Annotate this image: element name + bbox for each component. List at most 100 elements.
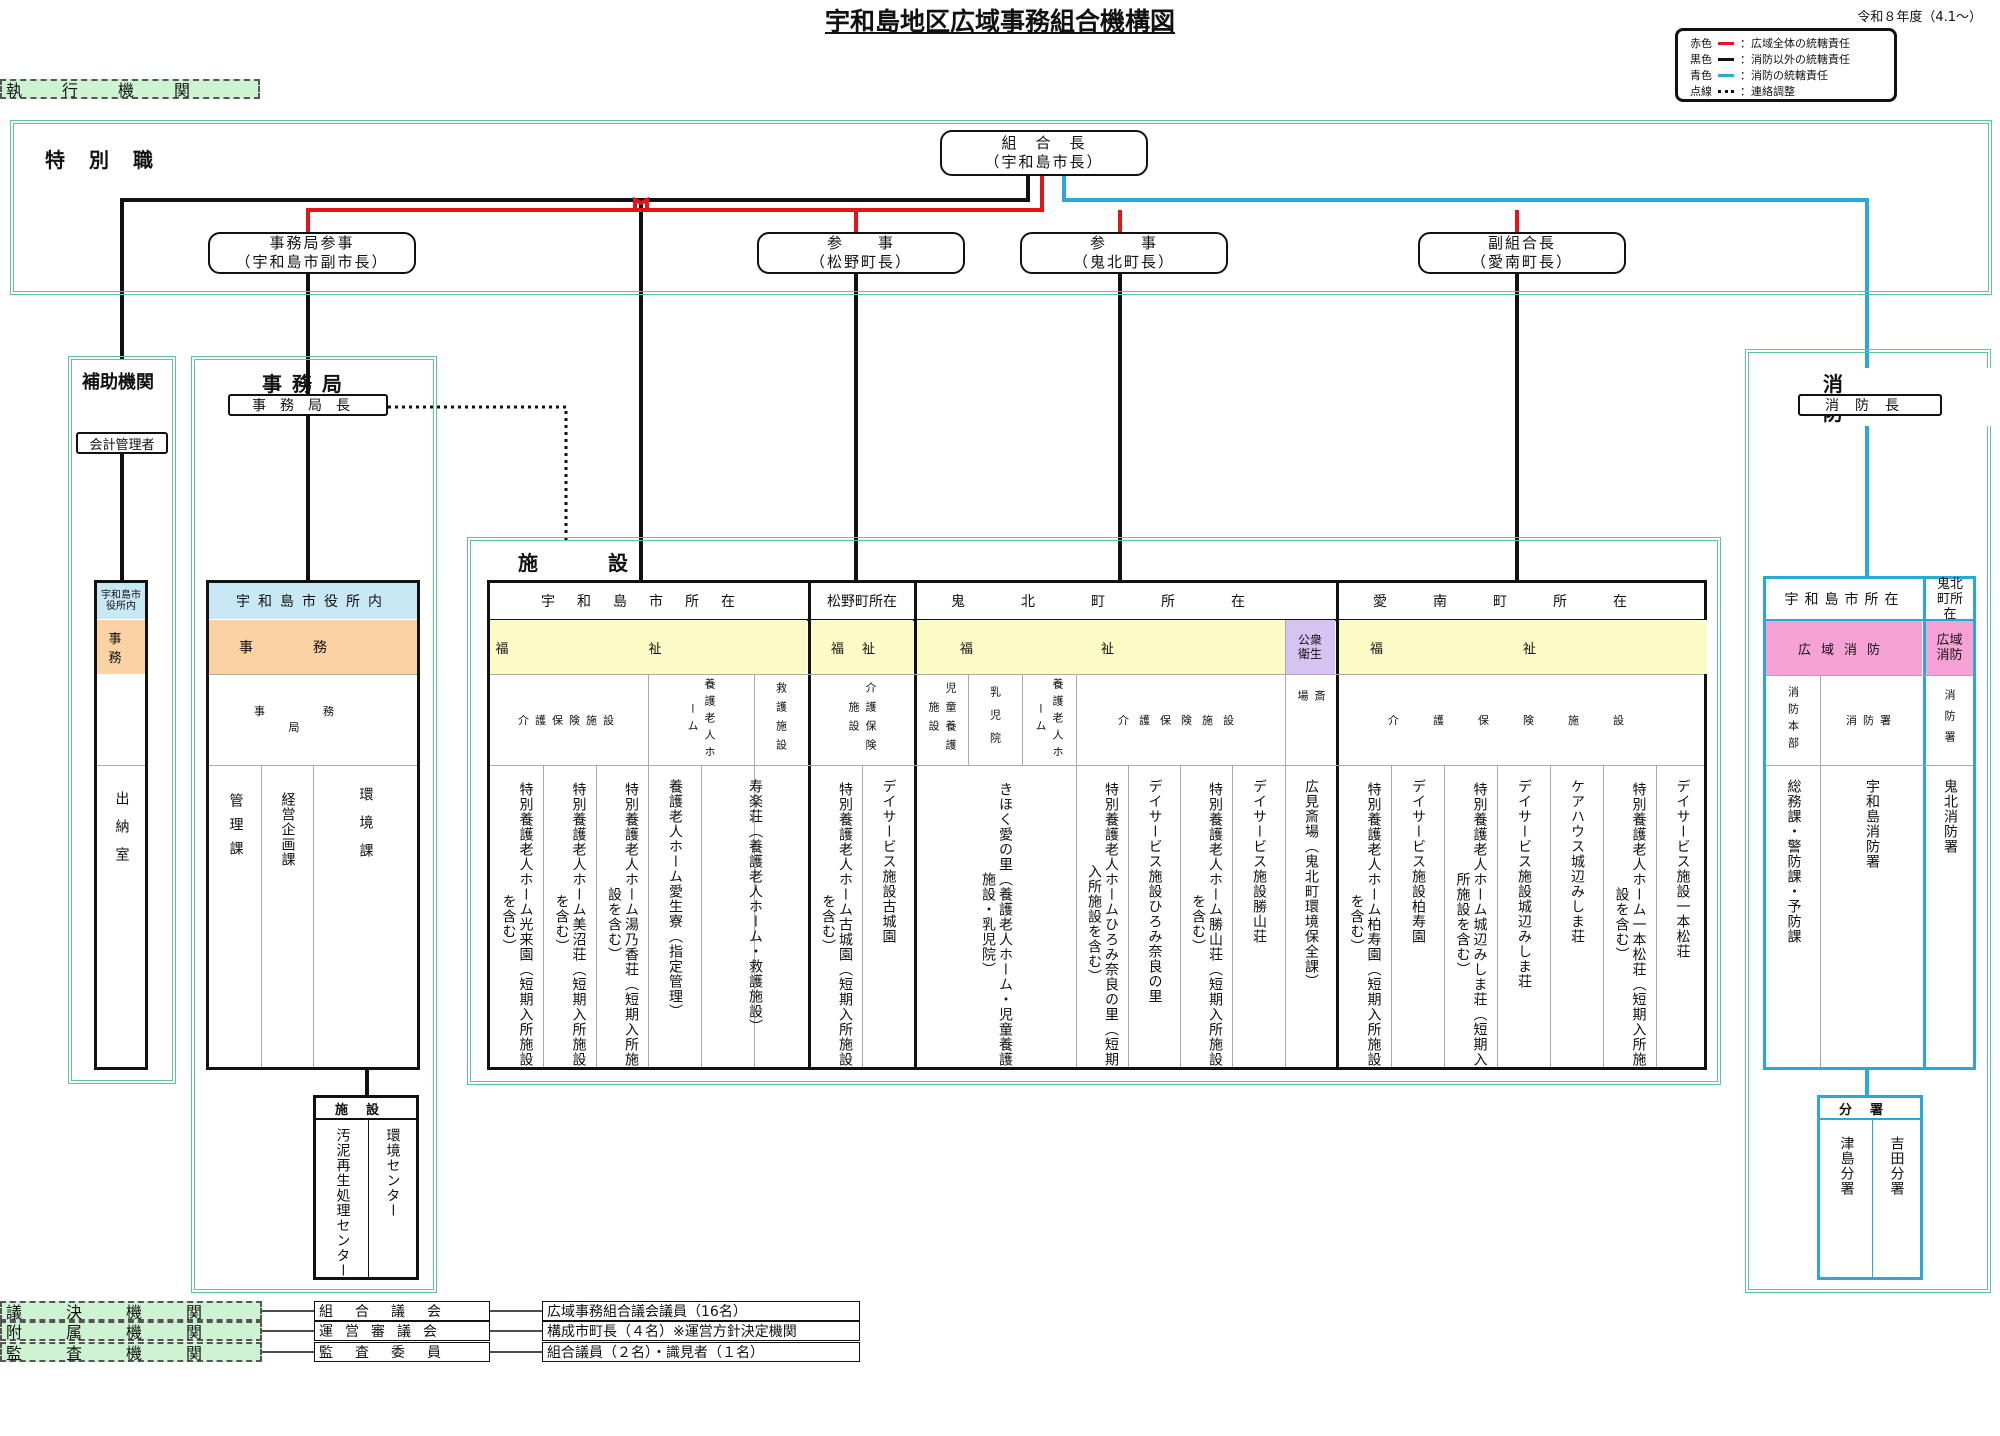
legend-row: 黒色：消防以外の統轄責任 bbox=[1690, 53, 1850, 66]
legend: 赤色：広域全体の統轄責任 黒色：消防以外の統轄責任 青色：消防の統轄責任 点線：… bbox=[1675, 28, 1897, 102]
location-uwajima: 宇和島市所在 bbox=[541, 594, 757, 610]
fire-branch-panel: 分署 津島分署 吉田分署 bbox=[1817, 1095, 1923, 1280]
field-uwajima: 福祉 bbox=[490, 620, 807, 674]
audit-tag: 監査機関 bbox=[0, 1342, 262, 1363]
legend-swatch-blue bbox=[1718, 73, 1734, 77]
unit-kojo-en-day: デイサービス施設古城園 bbox=[880, 779, 897, 944]
field-ainan: 福祉 bbox=[1339, 620, 1707, 674]
cat-kihoku-child: 児童養護施設 bbox=[927, 682, 957, 758]
unit-kojo-en: 特別養護老人ホーム古城園（短期入所施設を含む） bbox=[820, 781, 853, 1067]
aux-label: 補助機関 bbox=[82, 368, 154, 394]
fire-unit-hq-divisions: 総務課・警防課・予防課 bbox=[1785, 779, 1802, 944]
facilities-label: 施 設 bbox=[518, 551, 638, 575]
unit-hakuju-en: 特別養護老人ホーム柏寿園（短期入所施設を含む） bbox=[1348, 781, 1382, 1067]
special-group bbox=[10, 120, 1992, 295]
aux-location: 宇和島市役所内 bbox=[97, 583, 145, 619]
secretariat-duty: 事務 bbox=[209, 620, 417, 674]
cat-uwajima-relief: 救護施設 bbox=[774, 682, 788, 758]
branch-yoshida: 吉田分署 bbox=[1888, 1136, 1905, 1196]
secretariat-panel: 宇和島市役所内 事務 事務局 管理課 経営企画課 環境課 bbox=[206, 580, 420, 1070]
red-line-whole bbox=[306, 174, 1519, 232]
fiscal-year: 令和８年度（4.1～） bbox=[1857, 10, 1982, 25]
environment-division: 環境課 bbox=[357, 787, 374, 871]
fire-group bbox=[1745, 349, 1991, 1293]
cat-uwajima-nursing-home: 養護老人ホーム bbox=[686, 677, 716, 763]
unit-korai-en: 特別養護老人ホーム光来園（短期入所施設を含む） bbox=[500, 781, 534, 1067]
aux-duty: 事務 bbox=[97, 620, 145, 674]
unit-aisei-ryo: 養護老人ホーム愛生寮（指定管理） bbox=[667, 779, 683, 1019]
unit-yunoka-so: 特別養護老人ホーム湯乃香荘（短期入所施設を含む） bbox=[606, 781, 639, 1067]
fire-field: 広域消防 bbox=[1766, 621, 1922, 675]
exec-organ-tag: 執行機関 bbox=[0, 79, 260, 100]
facilities-panel: 宇和島市所在 松野町所在 鬼北町所在 愛南町所在 福祉 福祉 福祉 公衆衛生 福… bbox=[487, 580, 1707, 1070]
field-kihoku-public-health: 公衆衛生 bbox=[1285, 620, 1335, 674]
field-kihoku: 福祉 bbox=[917, 620, 1285, 674]
fire-head-box: 消防長 bbox=[1798, 394, 1942, 416]
facilities-group bbox=[467, 537, 1721, 1085]
unit-care-house-johen: ケアハウス城辺みしま荘 bbox=[1569, 779, 1585, 944]
fire-location-kihoku: 鬼北町所在 bbox=[1936, 576, 1963, 622]
auditor-box: 監査委員 bbox=[314, 1342, 490, 1362]
auditor-desc: 組合議員（２名）・識見者（１名） bbox=[542, 1342, 860, 1362]
secretariat-group bbox=[191, 356, 437, 1293]
unit-johen-mishima-day: デイサービス施設城辺みしま荘 bbox=[1516, 779, 1532, 989]
environment-center: 環境センター bbox=[384, 1128, 401, 1218]
legislative-tag: 議決機関 bbox=[0, 1301, 262, 1322]
aux-group bbox=[68, 356, 176, 1084]
unit-johen-mishima: 特別養護老人ホーム城辺みしま荘（短期入所施設を含む） bbox=[1454, 781, 1488, 1067]
aux-panel: 宇和島市役所内 事務 出納室 bbox=[94, 580, 148, 1070]
secretariat-bureau: 事務局 bbox=[254, 705, 392, 734]
accountant-box: 会計管理者 bbox=[76, 432, 168, 454]
unit-ippommatsu-so-day: デイサービス施設一本松荘 bbox=[1674, 779, 1691, 959]
cat-ainan-care: 介護保険施設 bbox=[1388, 714, 1658, 727]
fire-cat-station-kihoku: 消防署 bbox=[1943, 688, 1956, 752]
secretariat-facility-panel: 施設 汚泥再生処理センター 環境センター bbox=[313, 1095, 419, 1280]
sludge-center: 汚泥再生処理センター bbox=[334, 1128, 351, 1278]
legend-swatch-dotted bbox=[1718, 89, 1734, 93]
location-matsuno: 松野町所在 bbox=[827, 594, 897, 610]
fire-panel: 宇和島市所在 鬼北町所在 広域消防 広域消防 消防本部 消防署 消防署 総務課・… bbox=[1763, 576, 1976, 1070]
unit-minuma-so: 特別養護老人ホーム美沼荘（短期入所施設を含む） bbox=[553, 781, 587, 1067]
planning-division: 経営企画課 bbox=[279, 791, 296, 867]
special-label: 特 別 職 bbox=[45, 148, 155, 172]
fire-branch-label: 分署 bbox=[1820, 1098, 1920, 1120]
legend-swatch-black bbox=[1718, 57, 1734, 61]
councilor-kihoku-box: 参 事（鬼北町長） bbox=[1020, 232, 1228, 274]
fire-location-uwajima: 宇和島市所在 bbox=[1784, 592, 1905, 608]
unit-katsuyama-so: 特別養護老人ホーム勝山荘（短期入所施設を含む） bbox=[1190, 781, 1223, 1067]
council-box: 運営審議会 bbox=[314, 1321, 490, 1341]
councilor-matsuno-box: 参 事（松野町長） bbox=[757, 232, 965, 274]
vice-chief-box: 副組合長（愛南町長） bbox=[1418, 232, 1626, 274]
cat-kihoku-care: 介護保険施設 bbox=[1118, 714, 1244, 727]
location-ainan: 愛南町所在 bbox=[1373, 594, 1673, 610]
secretariat-facility-label: 施設 bbox=[316, 1098, 416, 1120]
council-desc: 構成市町長（４名）※運営方針決定機関 bbox=[542, 1321, 860, 1341]
legend-row: 青色：消防の統轄責任 bbox=[1690, 69, 1828, 82]
assembly-desc: 広域事務組合議会議員（16名） bbox=[542, 1301, 860, 1321]
unit-katsuyama-so-day: デイサービス施設勝山荘 bbox=[1251, 779, 1267, 944]
dotted-line-liaison bbox=[388, 405, 568, 540]
page-title: 宇和島地区広域事務組合機構図 bbox=[824, 7, 1175, 36]
chief-box: 組 合 長（宇和島市長） bbox=[940, 130, 1148, 176]
fire-cat-hq: 消防本部 bbox=[1786, 686, 1800, 754]
legend-row: 赤色：広域全体の統轄責任 bbox=[1690, 37, 1850, 50]
fire-unit-uwajima-station: 宇和島消防署 bbox=[1864, 779, 1880, 869]
legend-swatch-red bbox=[1718, 41, 1734, 45]
cat-kihoku-crematorium: 斎場 bbox=[1296, 689, 1326, 751]
cat-kihoku-infant: 乳児院 bbox=[988, 685, 1002, 755]
unit-hiromi-nara-day: デイサービス施設ひろみ奈良の里 bbox=[1146, 779, 1163, 1004]
legend-row: 点線：連絡調整 bbox=[1690, 85, 1795, 98]
unit-hakuju-en-day: デイサービス施設柏寿園 bbox=[1410, 779, 1426, 944]
cat-kihoku-nursing-home: 養護老人ホーム bbox=[1034, 677, 1064, 763]
advisory-tag: 附属機関 bbox=[0, 1321, 262, 1342]
cat-matsuno-care: 介護保険施設 bbox=[847, 682, 877, 758]
assembly-box: 組合議会 bbox=[314, 1301, 490, 1321]
unit-kihoku-ai-no-sato: きほく愛の里（養護老人ホーム・児童養護施設・乳児院） bbox=[980, 781, 1013, 1067]
unit-juraku-so: 寿楽荘（養護老人ホーム・救護施設） bbox=[747, 779, 763, 1034]
cat-uwajima-care: 介護保険施設 bbox=[518, 714, 620, 727]
secretariat-councilor-box: 事務局参事（宇和島市副市長） bbox=[208, 232, 416, 274]
secretariat-location: 宇和島市役所内 bbox=[209, 583, 417, 619]
fire-cat-station: 消防署 bbox=[1846, 714, 1897, 727]
cashier-office: 出納室 bbox=[113, 791, 130, 875]
